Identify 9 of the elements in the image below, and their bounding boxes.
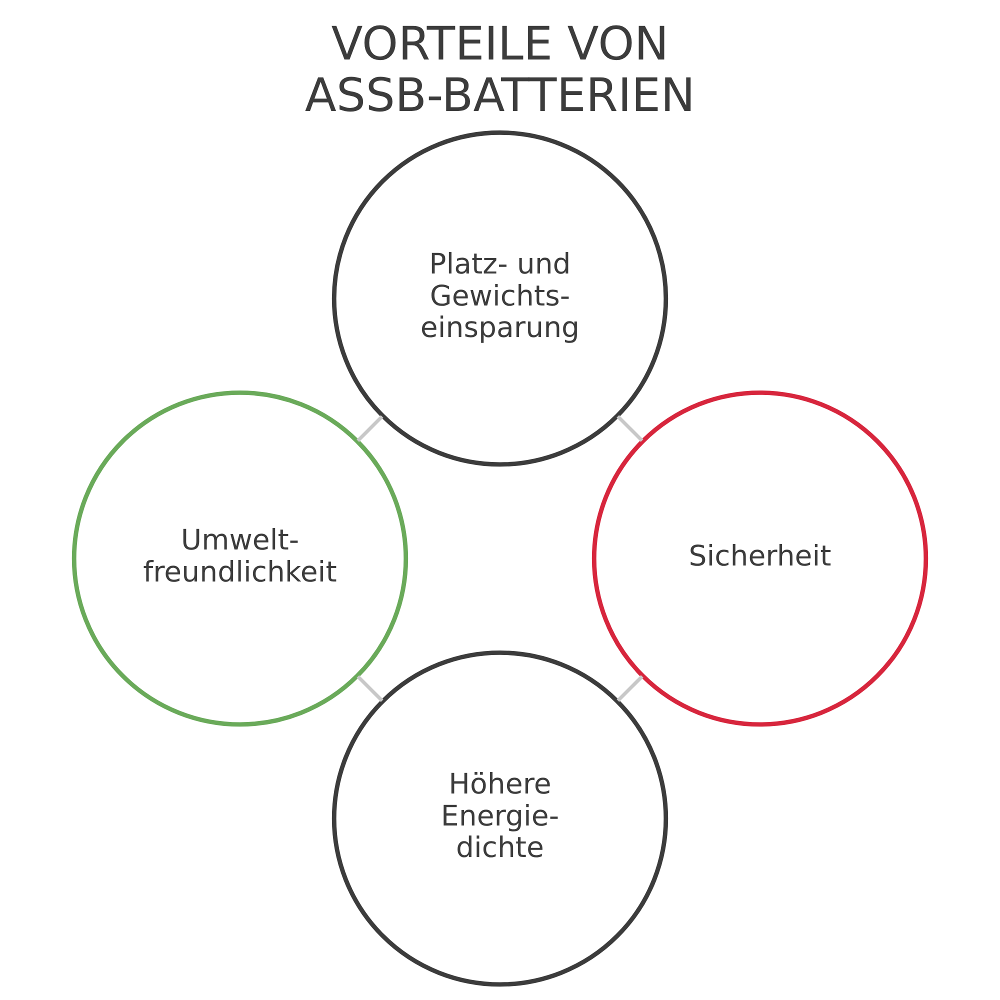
diagram-title: VORTEILE VON ASSB-BATTERIEN: [304, 16, 696, 122]
node-circle: Höhere Energie- dichte: [332, 650, 668, 987]
connector: [616, 415, 644, 442]
connector: [356, 675, 384, 702]
connector: [616, 675, 644, 702]
node-circle: Umwelt- freundlichkeit: [72, 390, 408, 727]
node-circle: Platz- und Gewichts- einsparung: [332, 130, 668, 467]
node-circle: Sicherheit: [592, 390, 928, 727]
connector: [356, 415, 384, 442]
